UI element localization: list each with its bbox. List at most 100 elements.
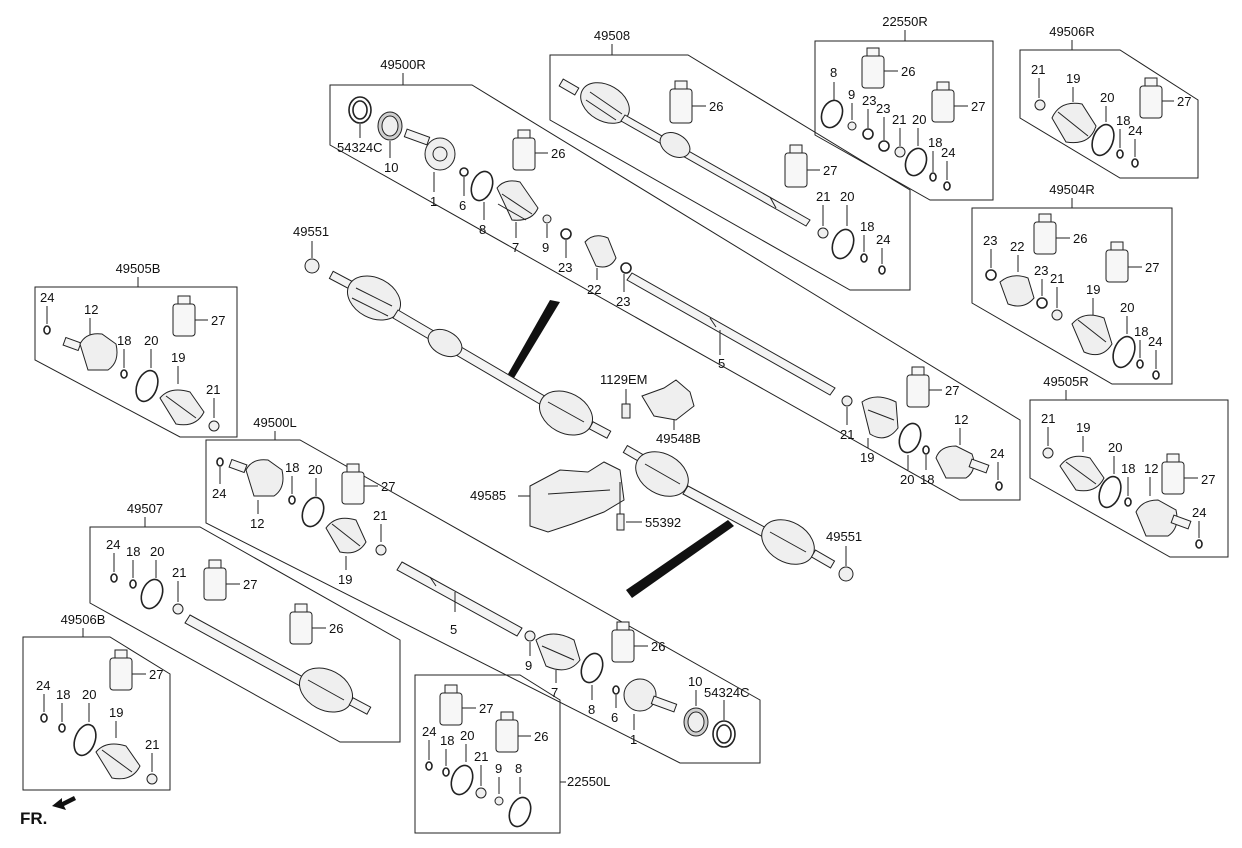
num-24-49500R: 24 (990, 446, 1004, 461)
num-18-49505R: 18 (1121, 461, 1135, 476)
num-24-49505R: 24 (1192, 505, 1206, 520)
num-21-49504R: 21 (1050, 271, 1064, 286)
num-18-49508: 18 (860, 219, 874, 234)
num-23-49500R-b: 23 (616, 294, 630, 309)
pointer-wedge-lower (626, 520, 734, 598)
num-20-49500L: 20 (308, 462, 322, 477)
num-18-49504R: 18 (1134, 324, 1148, 339)
label-49500R: 49500R (380, 57, 426, 72)
part-left-drive-shaft: 49551 (622, 444, 862, 598)
num-23-22550R-b: 23 (876, 101, 890, 116)
part-right-drive-shaft: 49551 (293, 224, 612, 439)
part-kit-49506R: 21 19 20 18 24 27 (1031, 62, 1191, 168)
num-24-49505B: 24 (40, 290, 54, 305)
num-20-49504R: 20 (1120, 300, 1134, 315)
num-6-49500L: 6 (611, 710, 618, 725)
num-9-49500R: 9 (542, 240, 549, 255)
label-22550L: 22550L (567, 774, 610, 789)
num-9-49500L: 9 (525, 658, 532, 673)
num-24-49507: 24 (106, 537, 120, 552)
num-21-22550R: 21 (892, 112, 906, 127)
num-20-49506B: 20 (82, 687, 96, 702)
num-5-49500L: 5 (450, 622, 457, 637)
num-9-22550L: 9 (495, 761, 502, 776)
group-outline-49506R (1019, 49, 1199, 179)
num-23-22550R-a: 23 (862, 93, 876, 108)
num-21-49505R: 21 (1041, 411, 1055, 426)
num-26-49507: 26 (329, 621, 343, 636)
num-10-49500L: 10 (688, 674, 702, 689)
part-kit-49505B: 24 12 18 20 19 21 27 (40, 290, 225, 432)
num-12-49500L: 12 (250, 516, 264, 531)
group-outline-49500R (329, 84, 1021, 501)
label-49504R: 49504R (1049, 182, 1095, 197)
num-19-49500L: 19 (338, 572, 352, 587)
num-21-49506R: 21 (1031, 62, 1045, 77)
part-kit-22550R: 26 27 8 9 23 23 21 20 18 24 (820, 47, 985, 191)
num-18-49500L: 18 (285, 460, 299, 475)
num-18-49500R: 18 (920, 472, 934, 487)
num-20-49505B: 20 (144, 333, 158, 348)
num-7-49500L: 7 (551, 685, 558, 700)
num-19-49506R: 19 (1066, 71, 1080, 86)
num-19-49500R: 19 (860, 450, 874, 465)
num-8-22550L: 8 (515, 761, 522, 776)
num-5-49500R: 5 (718, 356, 725, 371)
label-49508: 49508 (594, 28, 630, 43)
num-1-49500R: 1 (430, 194, 437, 209)
num-23-49500R-a: 23 (558, 260, 572, 275)
num-26-49500R: 26 (551, 146, 565, 161)
label-49506B: 49506B (61, 612, 106, 627)
label-49505B: 49505B (116, 261, 161, 276)
num-18-49507: 18 (126, 544, 140, 559)
num-12-49505B: 12 (84, 302, 98, 317)
num-24-22550R: 24 (941, 145, 955, 160)
num-27-49506B: 27 (149, 667, 163, 682)
pointer-wedge-upper (508, 300, 560, 378)
num-21-49508: 21 (816, 189, 830, 204)
num-26-49500L: 26 (651, 639, 665, 654)
num-20-49505R: 20 (1108, 440, 1122, 455)
num-27-49500L: 27 (381, 479, 395, 494)
num-19-49506B: 19 (109, 705, 123, 720)
num-54324C-49500R: 54324C (337, 140, 383, 155)
num-21-49505B: 21 (206, 382, 220, 397)
num-20-49507: 20 (150, 544, 164, 559)
group-outline-49504R (971, 207, 1173, 385)
part-kit-49505R: 21 19 20 18 12 24 27 (1041, 411, 1215, 549)
group-outline-49508 (549, 54, 911, 291)
num-8-49500R: 8 (479, 222, 486, 237)
num-27-49508: 27 (823, 163, 837, 178)
num-19-49504R: 19 (1086, 282, 1100, 297)
num-55392: 55392 (645, 515, 681, 530)
num-54324C-49500L: 54324C (704, 685, 750, 700)
num-18-49506B: 18 (56, 687, 70, 702)
num-49548B: 49548B (656, 431, 701, 446)
num-24-22550L: 24 (422, 724, 436, 739)
num-10-49500R: 10 (384, 160, 398, 175)
num-23-49504R-b: 23 (1034, 263, 1048, 278)
label-49505R: 49505R (1043, 374, 1089, 389)
num-24-49508: 24 (876, 232, 890, 247)
num-21-49500L: 21 (373, 508, 387, 523)
num-18-49505B: 18 (117, 333, 131, 348)
group-outline-49505B (34, 286, 238, 438)
part-kit-49507: 24 18 20 21 27 26 (106, 537, 372, 715)
num-26-22550L: 26 (534, 729, 548, 744)
num-27-49507: 27 (243, 577, 257, 592)
num-49585: 49585 (470, 488, 506, 503)
part-bottle-27-49508: 27 (784, 144, 837, 188)
num-26-22550R: 26 (901, 64, 915, 79)
group-outline-22550L (414, 674, 561, 834)
num-24-49504R: 24 (1148, 334, 1162, 349)
num-26-49504R: 26 (1073, 231, 1087, 246)
group-outline-22550R (814, 40, 994, 201)
num-49551-upper: 49551 (293, 224, 329, 239)
label-49500L: 49500L (253, 415, 296, 430)
arrow-icon (52, 796, 76, 810)
part-drive-shaft-49508 (558, 78, 811, 227)
num-19-49505B: 19 (171, 350, 185, 365)
num-21-49500R: 21 (840, 427, 854, 442)
num-18-49506R: 18 (1116, 113, 1130, 128)
